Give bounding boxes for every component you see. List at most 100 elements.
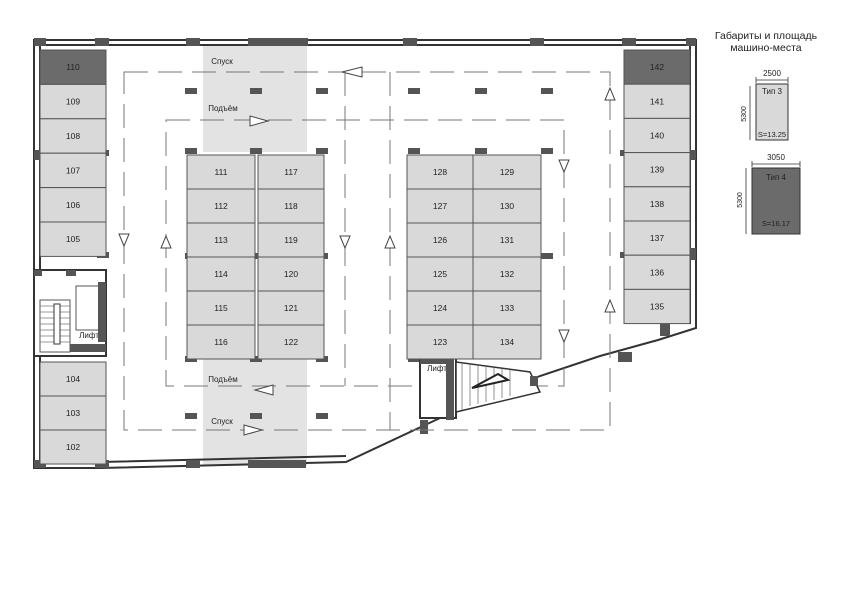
traffic-routes — [123, 71, 611, 431]
legend-type-3-area: S=13.25 — [758, 130, 786, 139]
parking-space-label-105: 105 — [66, 234, 80, 244]
parking-space-label-132: 132 — [500, 269, 514, 279]
parking-space-label-118: 118 — [284, 201, 298, 211]
interior-columns — [97, 88, 632, 468]
arrow-bottom-up-left-icon — [253, 384, 274, 396]
parking-space-label-117: 117 — [284, 167, 298, 177]
parking-space-label-127: 127 — [433, 201, 447, 211]
elevator-label-right: Лифт — [427, 364, 447, 373]
parking-space-label-129: 129 — [500, 167, 514, 177]
legend-title-line-1: Габариты и площадь — [714, 30, 818, 42]
parking-space-label-121: 121 — [284, 303, 298, 313]
parking-space-137 — [623, 220, 691, 256]
parking-space-124 — [406, 290, 474, 326]
parking-space-116 — [186, 324, 256, 360]
arrow-top-down-left-icon — [341, 66, 363, 78]
parking-space-label-137: 137 — [650, 233, 664, 243]
parking-space-label-136: 136 — [650, 267, 664, 277]
legend-type-4-swatch — [751, 167, 801, 235]
parking-space-139 — [623, 152, 691, 188]
parking-space-109 — [39, 83, 107, 120]
legend-type-3-name: Тип 3 — [762, 87, 783, 96]
parking-space-label-104: 104 — [66, 374, 80, 384]
legend-type-3-length: 5300 — [741, 106, 748, 122]
parking-space-122 — [257, 324, 325, 360]
parking-space-118 — [257, 188, 325, 224]
parking-space-129 — [472, 154, 542, 190]
parking-space-label-106: 106 — [66, 200, 80, 210]
legend-type-4-length: 5300 — [737, 192, 744, 208]
legend-type-3-width: 2500 — [763, 69, 781, 78]
arrow-left-down-icon — [118, 233, 130, 248]
parking-space-label-122: 122 — [284, 337, 298, 347]
parking-space-120 — [257, 256, 325, 292]
parking-space-label-124: 124 — [433, 303, 447, 313]
arrow-right-up-icon — [604, 86, 616, 101]
ramp-label-bottom-down: Спуск — [211, 417, 233, 426]
parking-space-label-114: 114 — [214, 269, 228, 279]
parking-space-112 — [186, 188, 256, 224]
elevator-label-left: Лифт — [79, 331, 99, 340]
parking-space-label-102: 102 — [66, 442, 80, 452]
parking-space-label-113: 113 — [214, 235, 228, 245]
parking-space-label-140: 140 — [650, 131, 664, 141]
parking-space-110 — [39, 49, 107, 85]
parking-space-label-107: 107 — [66, 165, 80, 175]
parking-spaces: 1101091081071061051041031021111121131141… — [39, 49, 691, 465]
parking-space-label-115: 115 — [214, 303, 228, 313]
parking-space-128 — [406, 154, 474, 190]
parking-space-108 — [39, 118, 107, 154]
parking-space-107 — [39, 152, 107, 189]
parking-space-label-119: 119 — [284, 235, 298, 245]
legend-title-line-2: машино-места — [730, 42, 802, 54]
parking-space-label-130: 130 — [500, 201, 514, 211]
legend-title: Габариты и площадь машино-места — [706, 30, 826, 54]
parking-space-label-103: 103 — [66, 408, 80, 418]
parking-space-label-133: 133 — [500, 303, 514, 313]
legend-type-3: 2500 5300 Тип 3 S=13.25 — [741, 69, 789, 141]
parking-space-label-116: 116 — [214, 337, 228, 347]
arrow-mid2-up-icon — [384, 234, 396, 249]
parking-space-105 — [39, 221, 107, 257]
parking-space-label-108: 108 — [66, 131, 80, 141]
parking-space-label-138: 138 — [650, 199, 664, 209]
parking-space-label-110: 110 — [66, 62, 80, 72]
parking-space-123 — [406, 324, 474, 360]
parking-space-138 — [623, 186, 691, 222]
ramp-label-top-down: Спуск — [211, 57, 233, 66]
arrow-right3-up-icon — [604, 298, 616, 313]
parking-space-115 — [186, 290, 256, 326]
parking-space-label-112: 112 — [214, 201, 228, 211]
parking-space-label-134: 134 — [500, 337, 514, 347]
parking-space-label-111: 111 — [215, 167, 228, 177]
legend-type-4-name: Тип 4 — [766, 173, 787, 182]
parking-space-label-126: 126 — [433, 235, 447, 245]
stair-core-left — [33, 269, 107, 357]
parking-space-label-135: 135 — [650, 302, 664, 312]
parking-space-102 — [39, 429, 107, 465]
outer-walls — [33, 39, 697, 469]
parking-space-label-131: 131 — [500, 235, 514, 245]
direction-arrows — [118, 66, 616, 436]
legend-type-3-swatch — [755, 83, 789, 141]
parking-space-133 — [472, 290, 542, 326]
parking-space-141 — [623, 83, 691, 119]
arrow-right2-down-icon — [558, 159, 570, 174]
stair-core-right — [419, 356, 542, 420]
ramp-label-bottom-up: Подъём — [208, 375, 237, 384]
parking-space-126 — [406, 222, 474, 258]
parking-space-label-141: 141 — [650, 96, 664, 106]
parking-space-111 — [186, 154, 256, 190]
parking-space-134 — [472, 324, 542, 360]
parking-space-135 — [623, 288, 691, 325]
parking-space-114 — [186, 256, 256, 292]
parking-space-103 — [39, 395, 107, 431]
parking-space-104 — [39, 361, 107, 397]
parking-space-113 — [186, 222, 256, 258]
parking-space-106 — [39, 187, 107, 223]
arrow-left-up-icon — [160, 234, 172, 249]
ramp-label-top-up: Подъём — [208, 104, 237, 113]
arrow-top-up-right-icon — [249, 115, 270, 127]
parking-space-label-120: 120 — [284, 269, 298, 279]
wall-columns — [34, 38, 696, 468]
